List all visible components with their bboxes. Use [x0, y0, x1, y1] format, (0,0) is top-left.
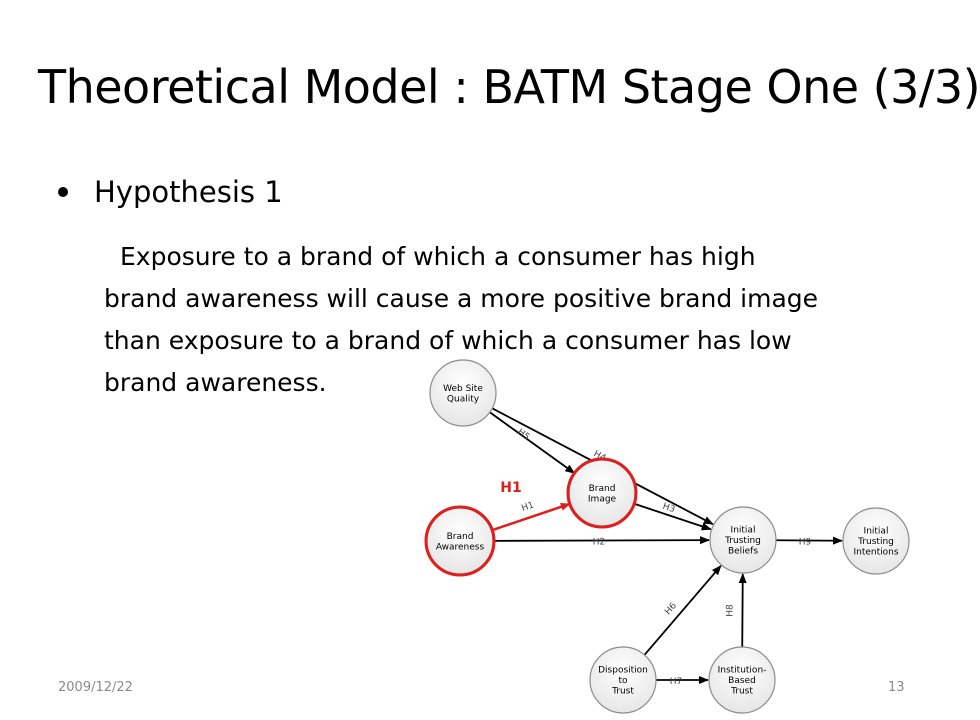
node-circle	[429, 359, 497, 427]
bullet-hypothesis: Hypothesis 1	[58, 175, 283, 209]
page-number: 13	[888, 680, 905, 695]
bullet-label: Hypothesis 1	[94, 175, 283, 209]
slide-title: Theoretical Model : BATM Stage One (3/3)	[38, 60, 980, 114]
node-circle	[842, 507, 910, 575]
node-label: to	[618, 676, 628, 686]
highlight-ring	[566, 457, 638, 529]
node-label: Initial	[864, 527, 889, 537]
node-label: Brand	[589, 484, 616, 494]
edge-label-h1: H1	[520, 501, 535, 514]
edge-label-h9: H9	[799, 537, 812, 547]
node-label: Initial	[731, 526, 756, 536]
node-label: Trust	[611, 687, 634, 697]
hypothesis-line: brand awareness.	[104, 368, 327, 397]
bullet-dot-icon	[58, 187, 68, 197]
edge-web-image	[489, 411, 576, 474]
node-label: Image	[588, 494, 617, 504]
highlight-ring	[424, 505, 496, 577]
edge-label-h3: H3	[661, 502, 676, 515]
node-label: Trust	[730, 687, 753, 697]
node-label: Trusting	[857, 537, 894, 547]
edge-disposition-beliefs	[643, 565, 722, 656]
node-circle	[709, 506, 777, 574]
hypothesis-line: than exposure to a brand of which a cons…	[104, 326, 792, 355]
node-label: Brand	[447, 532, 474, 542]
node-circle	[589, 646, 657, 714]
edge-label-h2: H2	[593, 537, 606, 547]
node-label: Intentions	[853, 548, 898, 558]
node-circle	[708, 646, 776, 714]
node-label: Awareness	[436, 542, 485, 552]
node-label: Beliefs	[728, 547, 758, 557]
edge-institution-beliefs	[738, 572, 747, 648]
node-label: Quality	[447, 394, 480, 404]
edge-awareness-image	[490, 502, 571, 532]
hypothesis-text: Exposure to a brand of which a consumer …	[104, 236, 924, 404]
edge-label-h8: H8	[725, 604, 735, 617]
highlight-label: H1	[500, 480, 521, 496]
node-label: Trusting	[724, 536, 761, 546]
hypothesis-line: Exposure to a brand of which a consumer …	[120, 242, 756, 271]
edge-label-h6: H6	[663, 601, 679, 617]
edge-awareness-beliefs	[492, 536, 711, 545]
edge-image-beliefs	[633, 502, 712, 531]
hypothesis-line: brand awareness will cause a more positi…	[104, 284, 819, 313]
node-label: Disposition	[598, 666, 648, 676]
node-label: Web Site	[443, 384, 483, 394]
diagram-nodes: Web SiteQualityBrandImageBrandAwarenessI…	[426, 359, 910, 714]
node-label: Based	[728, 676, 756, 686]
node-label: Institution-	[718, 666, 767, 676]
edge-label-h7: H7	[670, 677, 683, 687]
footer-date: 2009/12/22	[58, 680, 133, 695]
diagram-highlights: H1	[424, 457, 638, 577]
